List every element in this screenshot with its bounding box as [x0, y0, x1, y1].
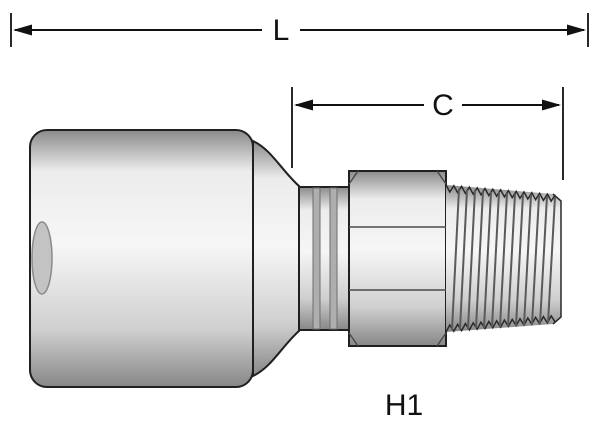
dimension-L-arrow-right: [567, 24, 586, 36]
hex-nut: [348, 170, 447, 347]
thread-line: [539, 195, 548, 325]
thread-crest-top: [445, 184, 556, 203]
fitting-drawing: [29, 129, 562, 388]
dimension-L: L: [10, 13, 589, 47]
thread-line: [507, 193, 516, 327]
thread-line: [467, 189, 476, 330]
hex-chamfer: [348, 332, 359, 347]
thread-end-face: [552, 193, 562, 325]
hex-chamfer: [436, 332, 447, 347]
dimension-label-C: C: [432, 89, 454, 122]
dimension-C-arrow-right: [542, 99, 561, 111]
thread-line: [459, 189, 468, 330]
thread-crest-bottom: [445, 314, 556, 333]
thread-line: [547, 196, 556, 324]
thread-line: [515, 193, 524, 327]
hex-chamfer: [348, 170, 359, 185]
thread-line: [523, 194, 532, 326]
thread-line: [475, 190, 484, 329]
thread-line: [491, 191, 500, 328]
thread-line: [499, 192, 508, 328]
hex-chamfer: [436, 170, 447, 185]
dimension-L-arrow-left: [13, 24, 32, 36]
dimension-C-arrow-left: [294, 99, 313, 111]
thread-line: [451, 188, 460, 331]
ferrule-bore: [31, 221, 53, 295]
neck-groove: [312, 187, 321, 330]
thread-line: [531, 195, 540, 326]
part-number-label: H1: [385, 389, 423, 422]
neck: [298, 186, 350, 331]
dimension-C: C: [291, 87, 564, 180]
ferrule: [29, 129, 254, 388]
thread-hatching: [451, 188, 556, 331]
thread-line: [483, 191, 492, 329]
dimension-label-L: L: [273, 14, 290, 47]
taper-shoulder: [252, 139, 301, 378]
neck-groove: [329, 187, 338, 330]
